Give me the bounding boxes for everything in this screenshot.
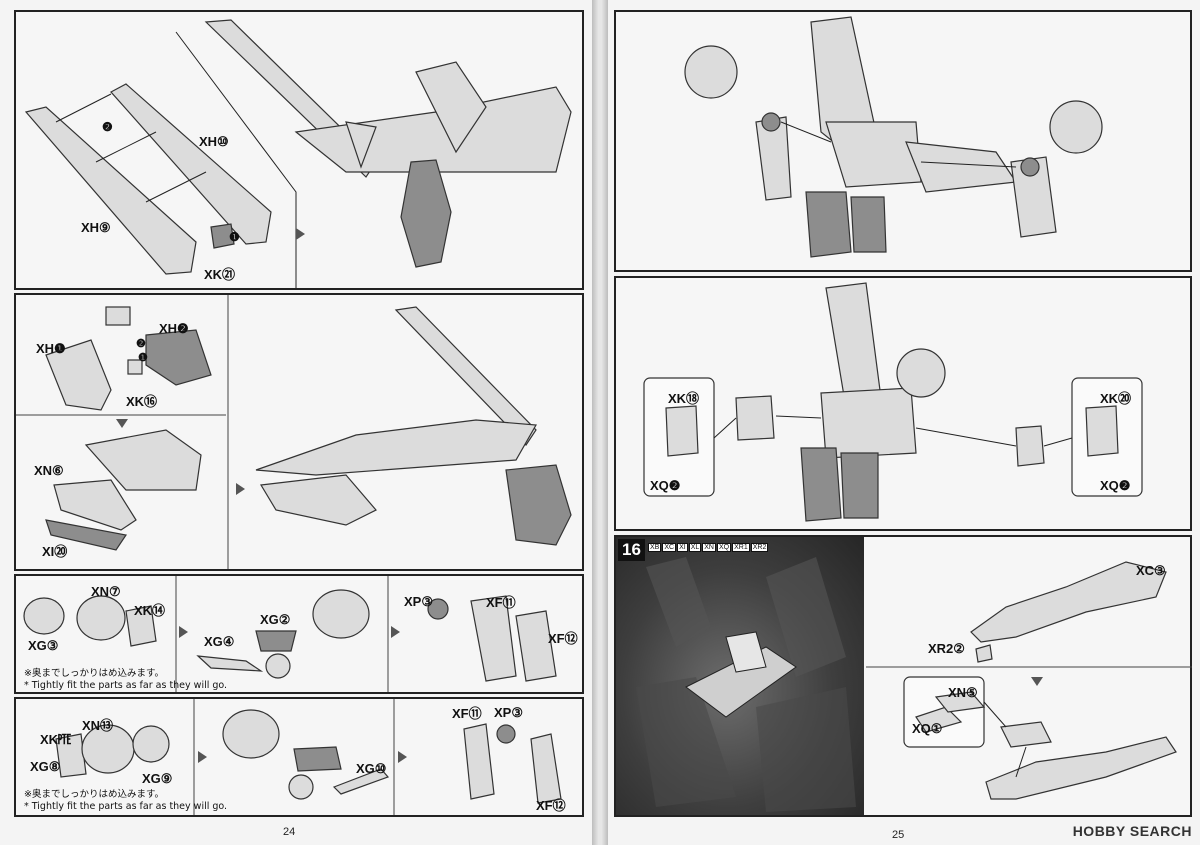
label-xk24: XK㉑	[204, 267, 236, 282]
label-xq2-right: XQ❷	[1100, 478, 1131, 493]
page-25: XK⑱ XQ❷ XK⑳ XQ❷ 16 XB XC XI	[608, 0, 1200, 845]
label-xn7: XN⑦	[91, 584, 121, 599]
step-16-photo	[616, 537, 864, 815]
next-step-arrow	[296, 228, 305, 240]
attach-legs-illustration	[643, 282, 1143, 522]
step-number: 16	[618, 539, 645, 561]
right-thruster-illustration	[55, 699, 562, 815]
wing-blade-illustration	[24, 19, 572, 288]
step-marker-2: ❷	[102, 120, 113, 134]
attach-thrusters-illustration	[684, 16, 1103, 258]
assembly-panel-attach-thrusters	[614, 10, 1192, 272]
label-xn5: XN⑤	[948, 685, 978, 700]
label-xp3: XP③	[494, 705, 523, 720]
page-number: 25	[892, 829, 905, 841]
step-16-illustration	[866, 561, 1192, 800]
step-16-panel: 16 XB XC XI XL XN XQ XR1 XR2	[614, 535, 1192, 817]
next-step-arrow	[179, 626, 188, 638]
assembly-panel-wing-blade: XH⑩ XH⑨ XK㉑ ❶ ❷	[14, 10, 584, 290]
label-xk20: XK⑳	[1100, 391, 1132, 406]
label-xg2: XG②	[260, 612, 291, 627]
page-24: XH⑩ XH⑨ XK㉑ ❶ ❷	[0, 0, 592, 845]
label-xg3: XG③	[28, 638, 59, 653]
assembly-panel-right-thruster: XK㉐ XN⑬ XG⑨ XG⑧ XG⑩ XF⑪ XP③ XF⑫ ※奥までしっかり…	[14, 697, 584, 817]
wing-mount-illustration	[16, 295, 572, 569]
sub-step-arrow	[1031, 677, 1043, 686]
fit-note-en: * Tightly fit the parts as far as they w…	[24, 680, 228, 691]
label-xq2-left: XQ❷	[650, 478, 681, 493]
label-xg9: XG⑨	[142, 771, 173, 786]
label-xk18: XK⑱	[668, 391, 700, 406]
hobby-search-watermark: HOBBY SEARCH	[1072, 823, 1192, 839]
label-xf12: XF⑫	[536, 798, 566, 813]
page-number: 24	[283, 826, 296, 838]
label-xh1: XH❶	[36, 341, 66, 356]
sub-step-arrow	[116, 419, 128, 428]
assembly-panel-left-thruster: XN⑦ XK⑭ XG③ XG② XG④ XP③ XF⑪ XF⑫ ※奥までしっかり…	[14, 574, 584, 694]
part-code: XC	[662, 543, 677, 552]
step-marker-2: ❷	[136, 338, 146, 350]
label-xg4: XG④	[204, 634, 235, 649]
label-xc3: XC③	[1136, 563, 1166, 578]
part-code: XB	[648, 543, 662, 552]
label-xf12: XF⑫	[548, 631, 578, 646]
label-xh10: XH⑩	[199, 134, 229, 149]
label-xg10: XG⑩	[356, 761, 387, 776]
step-marker-1: ❶	[138, 352, 148, 364]
label-xn6: XN⑥	[34, 463, 64, 478]
label-xn13: XN⑬	[82, 718, 114, 733]
part-code: XL	[688, 543, 702, 552]
fit-note-jp: ※奥までしっかりはめ込みます。	[24, 789, 165, 800]
label-xi20: XI⑳	[42, 544, 68, 559]
part-code: XR1	[732, 543, 750, 552]
spread-gutter	[592, 0, 608, 845]
left-thruster-illustration	[23, 576, 557, 692]
label-xr2-2: XR2②	[928, 641, 965, 656]
fit-note-en: * Tightly fit the parts as far as they w…	[24, 801, 228, 812]
label-xh2: XH❷	[159, 321, 189, 336]
next-step-arrow	[236, 483, 245, 495]
fit-note-jp: ※奥までしっかりはめ込みます。	[24, 668, 165, 679]
part-code: XI	[677, 543, 688, 552]
assembly-panel-attach-legs: XK⑱ XQ❷ XK⑳ XQ❷	[614, 276, 1192, 531]
completed-model-silhouette	[636, 557, 856, 812]
label-xk22: XK㉐	[40, 732, 72, 747]
next-step-arrow	[198, 751, 207, 763]
label-xq1: XQ①	[912, 721, 943, 736]
label-xk16: XK⑯	[126, 394, 158, 409]
part-code: XR2	[750, 543, 769, 552]
assembly-panel-wing-mount: XH❶ XH❷ XK⑯ XN⑥ XI⑳ ❶ ❷	[14, 293, 584, 571]
part-code: XN	[702, 543, 716, 552]
label-xf11: XF⑪	[486, 595, 516, 610]
label-xg3: XG⑧	[30, 759, 61, 774]
part-code: XQ	[717, 543, 732, 552]
part-code-list: XB XC XI XL XN XQ XR1 XR2	[648, 543, 769, 552]
label-xh9: XH⑨	[81, 220, 111, 235]
label-xp3: XP③	[404, 594, 433, 609]
next-step-arrow	[398, 751, 407, 763]
next-step-arrow	[391, 626, 400, 638]
label-xf11: XF⑪	[452, 706, 482, 721]
step-marker-1: ❶	[229, 230, 240, 244]
label-xk14: XK⑭	[134, 603, 166, 618]
